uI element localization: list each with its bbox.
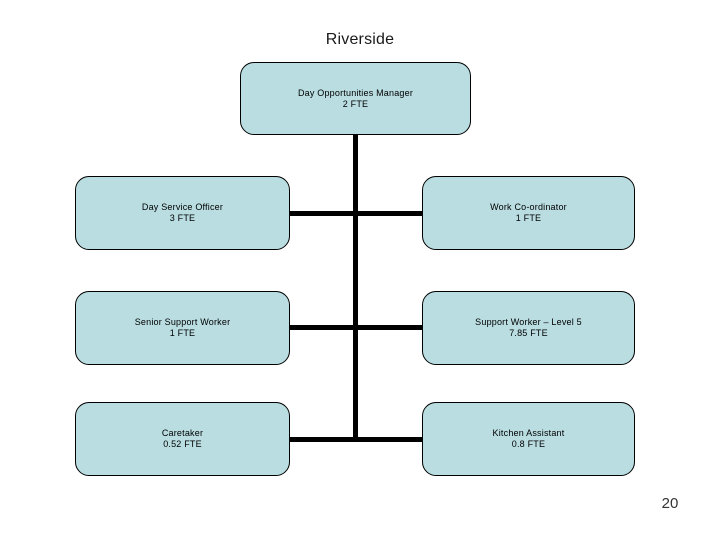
box-title: Support Worker – Level 5 [475,317,582,327]
box-title: Kitchen Assistant [492,428,565,438]
org-box-kitchen-assistant: Kitchen Assistant 0.8 FTE [422,402,635,476]
org-box-support-worker-level-5: Support Worker – Level 5 7.85 FTE [422,291,635,365]
org-box-caretaker: Caretaker 0.52 FTE [75,402,290,476]
connector-row3-horizontal [290,437,422,442]
org-box-day-service-officer: Day Service Officer 3 FTE [75,176,290,250]
connector-row2-horizontal [290,325,422,330]
box-title: Caretaker [161,428,204,438]
box-title: Senior Support Worker [134,317,231,327]
slide-title: Riverside [325,31,395,48]
box-fte: 0.52 FTE [163,439,202,449]
org-box-senior-support-worker: Senior Support Worker 1 FTE [75,291,290,365]
box-title: Day Opportunities Manager [297,87,414,98]
box-fte: 7.85 FTE [509,328,548,338]
box-title: Work Co-ordinator [490,202,567,212]
box-fte: 2 FTE [342,98,369,109]
box-fte: 1 FTE [169,328,196,338]
connector-row1-horizontal [290,211,422,216]
box-title: Day Service Officer [141,202,224,212]
box-fte: 1 FTE [515,213,542,223]
org-box-work-coordinator: Work Co-ordinator 1 FTE [422,176,635,250]
page-number: 20 [661,495,679,512]
connector-vertical-trunk [353,135,358,442]
box-fte: 3 FTE [169,213,196,223]
org-box-day-opportunities-manager: Day Opportunities Manager 2 FTE [240,62,471,135]
box-fte: 0.8 FTE [511,439,546,449]
